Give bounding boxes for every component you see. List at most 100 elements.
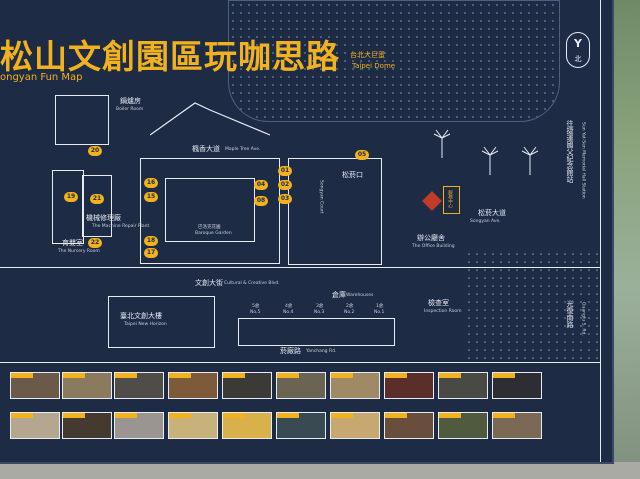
guangfu-road (600, 0, 601, 462)
maple-label-zh: 楓香大道 (192, 145, 220, 153)
map-marker: 19 (64, 192, 78, 202)
gallery-photo (276, 372, 326, 399)
gallery-photo (62, 372, 112, 399)
gallery-photo (62, 412, 112, 439)
taipei-dome-area (228, 0, 560, 122)
boiler-label-zh: 鍋爐房 (120, 97, 141, 105)
songyan-ave-label-zh: 松菸大道 (478, 209, 506, 217)
info-center-box (443, 186, 460, 214)
taipei-new-horizon-building (108, 296, 215, 348)
map-marker: 08 (254, 196, 268, 206)
warehouse-no2-label: No.2 (344, 310, 355, 315)
baroque-garden (165, 178, 255, 242)
map-marker: 05 (355, 150, 369, 160)
main-factory-building (140, 158, 280, 264)
inspection-label-zh: 檢查室 (428, 299, 449, 307)
warehouse-block (238, 318, 395, 346)
warehouse-no1-label: No.1 (374, 310, 385, 315)
map-marker: 04 (254, 180, 268, 190)
map-marker: 18 (144, 236, 158, 246)
palm-tree-icon (433, 129, 451, 158)
office-label-zh: 辦公廳舍 (417, 234, 445, 242)
guangfu-label-zh: 光復南路 (566, 300, 574, 328)
map-marker: 21 (90, 194, 104, 204)
entrance-label-zh: 松菸口 (342, 171, 363, 179)
info-center-label: 服務中心 (447, 190, 453, 208)
office-label-en: The Office Building (412, 244, 455, 249)
ground-base (0, 462, 640, 479)
repair-label-en: The Machine Repair Plant (92, 224, 150, 229)
maple-label-en: Maple Tree Ave. (225, 147, 261, 152)
gallery-photo (168, 412, 218, 439)
gallery-photo (114, 372, 164, 399)
yanchang-label-en: Yanchang Rd. (306, 349, 337, 354)
dome-label-zh: 台北大巨蛋 (350, 51, 385, 59)
horizon-label-en: Taipei New Horizon (124, 322, 167, 327)
gallery-photo (438, 372, 488, 399)
gallery-photo (330, 372, 380, 399)
boiler-room-building (55, 95, 109, 145)
cultural-label-en: Cultural & Creative Blvd. (224, 281, 280, 286)
warehouse-no5-label: No.5 (250, 310, 261, 315)
gallery-photo (222, 372, 272, 399)
warehouse-4-label: 4倉 (285, 304, 293, 309)
palm-tree-icon (521, 146, 539, 175)
gallery-photo (384, 372, 434, 399)
yanchang-road (0, 362, 600, 363)
cultural-blvd-road (0, 267, 600, 268)
west-building (52, 170, 84, 244)
north-compass: Y 北 (566, 32, 590, 68)
map-subtitle: ongyan Fun Map (0, 72, 83, 83)
gallery-photo (114, 412, 164, 439)
baroque-label-en: Baroque Garden (195, 231, 232, 236)
warehouse-1-label: 1倉 (376, 304, 384, 309)
map-title: 松山文創園區玩咖思路 (0, 37, 340, 76)
gallery-photo (438, 412, 488, 439)
guangfu-label-en: Guangfu S. Rd. (580, 302, 586, 336)
gallery-photo (10, 412, 60, 439)
repair-plant-building (82, 175, 112, 237)
warehouses-label-zh: 倉庫 (332, 291, 346, 299)
map-marker: 17 (144, 248, 158, 258)
warehouse-5-label: 5倉 (252, 304, 260, 309)
gallery-photo (384, 412, 434, 439)
gallery-photo (492, 412, 542, 439)
songyan-court-building (288, 158, 382, 265)
map-marker: 01 (278, 166, 292, 176)
warehouse-no4-label: No.4 (283, 310, 294, 315)
map-marker: 20 (88, 146, 102, 156)
cultural-label-zh: 文創大街 (195, 279, 223, 287)
warehouse-3-label: 3倉 (316, 304, 324, 309)
map-board: 松山文創園區玩咖思路 ongyan Fun Map 台北大巨蛋 Taipei D… (0, 0, 614, 464)
map-marker: 22 (88, 238, 102, 248)
gallery-photo (10, 372, 60, 399)
map-marker: 15 (144, 192, 158, 202)
warehouse-no3-label: No.3 (314, 310, 325, 315)
map-marker: 16 (144, 178, 158, 188)
gallery-photo (492, 372, 542, 399)
compass-arrow-icon: Y (574, 37, 582, 50)
gallery-photo (222, 412, 272, 439)
gallery-photo (276, 412, 326, 439)
palm-tree-icon (481, 146, 499, 175)
map-marker: 02 (278, 180, 292, 190)
dotted-field-area (465, 250, 600, 360)
photo-gallery-strip (0, 368, 560, 446)
inspection-label-en: Inspection Room (424, 309, 462, 314)
baroque-label-zh: 巴洛克花園 (198, 225, 221, 230)
compass-letter: 北 (574, 55, 582, 63)
memorial-label-zh: 往捷運國父紀念館站 (566, 120, 574, 183)
gallery-photo (330, 412, 380, 439)
warehouses-label-en: Warehouses (346, 293, 374, 298)
boiler-label-en: Boiler Room (116, 107, 144, 112)
mountain-illustration (150, 102, 270, 136)
nursery-label-zh: 育嬰室 (62, 239, 83, 247)
dome-label-en: Taipei Dome (352, 62, 396, 70)
warehouse-2-label: 2倉 (346, 304, 354, 309)
yanchang-label-zh: 菸廠路 (280, 347, 301, 355)
repair-label-zh: 機械修理廠 (86, 214, 121, 222)
memorial-label-en: Sun Yat-Sen Memorial Hall Station (580, 122, 586, 199)
songyan-court-label: Songyan Court (318, 180, 324, 214)
songyan-ave-label-en: Songyan Ave. (470, 219, 501, 224)
